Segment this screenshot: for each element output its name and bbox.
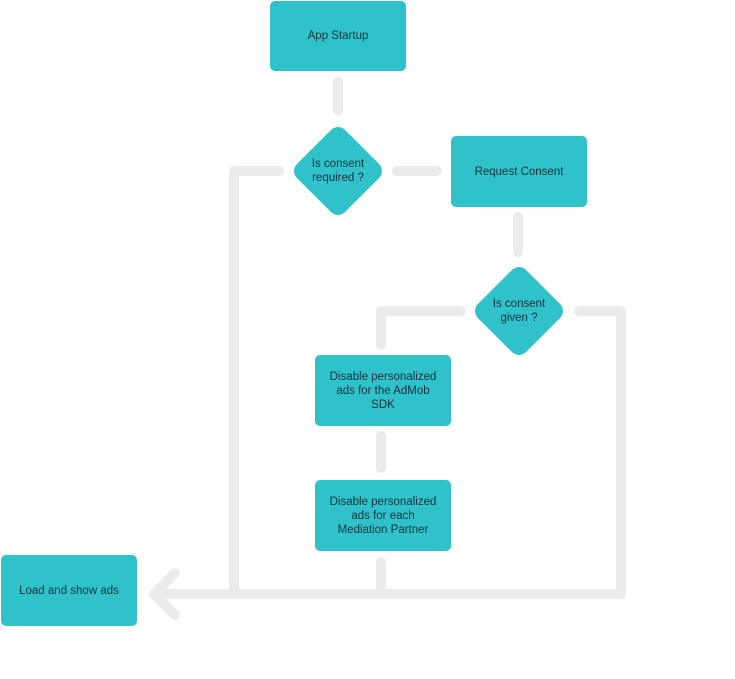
node-load-show-ads: Load and show ads bbox=[1, 555, 137, 626]
node-consent-given-label: Is consent given ? bbox=[492, 298, 546, 324]
node-request-consent: Request Consent bbox=[451, 136, 587, 207]
node-consent-required-label: Is consent required ? bbox=[311, 158, 365, 184]
connector-required-to-load bbox=[229, 166, 284, 599]
node-disable-admob: Disable personalized ads for the AdMob S… bbox=[315, 355, 451, 426]
arrowhead-into-load bbox=[149, 568, 180, 620]
connector-given-to-load bbox=[574, 306, 626, 599]
node-disable-mediation: Disable personalized ads for each Mediat… bbox=[315, 480, 451, 551]
connector-given-to-admob bbox=[376, 306, 466, 350]
node-app-startup: App Startup bbox=[270, 1, 406, 71]
